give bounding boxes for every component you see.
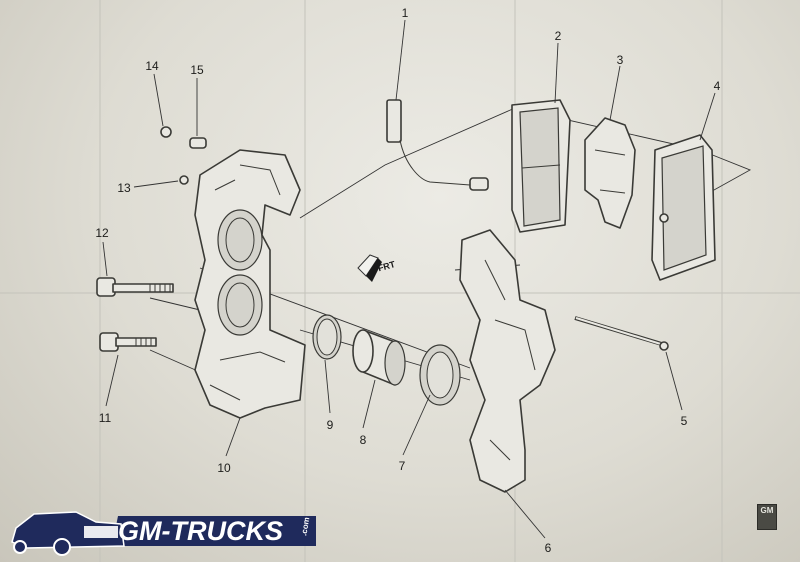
callout-2: 2 [555,29,562,43]
bleeder-cap [160,126,172,138]
callout-7: 7 [399,459,406,473]
callout-6: 6 [545,541,552,555]
gm-trucks-logo [11,511,316,556]
caliper-bracket [459,229,556,493]
plug [179,175,189,185]
dust-boot [419,344,461,406]
callout-4: 4 [714,79,721,93]
piston-seal [312,314,342,360]
callout-1: 1 [402,6,409,20]
pad-retainer-clip [584,117,636,229]
callout-10: 10 [217,461,231,475]
bleeder-valve [189,137,207,149]
front-label: FRT [377,259,397,273]
callout-13: 13 [117,181,131,195]
caliper-bolt-upper [96,277,174,297]
callout-14: 14 [145,59,159,73]
caliper-bolt-lower [99,332,157,352]
callout-3: 3 [617,53,624,67]
callout-9: 9 [327,418,334,432]
callout-numbers: 1 2 3 4 5 6 7 8 9 10 11 12 13 14 15 [95,6,720,555]
callout-12: 12 [95,226,109,240]
guide-pin [574,316,669,351]
caliper-piston [352,329,406,386]
callout-11: 11 [99,411,112,425]
front-indicator: FRT [357,254,397,282]
logo-text: GM-TRUCKS [118,516,283,546]
inner-brake-pad [511,99,571,233]
callout-5: 5 [681,414,688,428]
outer-brake-pad [651,134,716,281]
gm-service-badge: GM [757,504,777,530]
caliper-housing [194,149,306,419]
callout-leaders [102,19,716,539]
callout-15: 15 [190,63,204,77]
wear-sensor [386,99,489,191]
callout-8: 8 [360,433,367,447]
